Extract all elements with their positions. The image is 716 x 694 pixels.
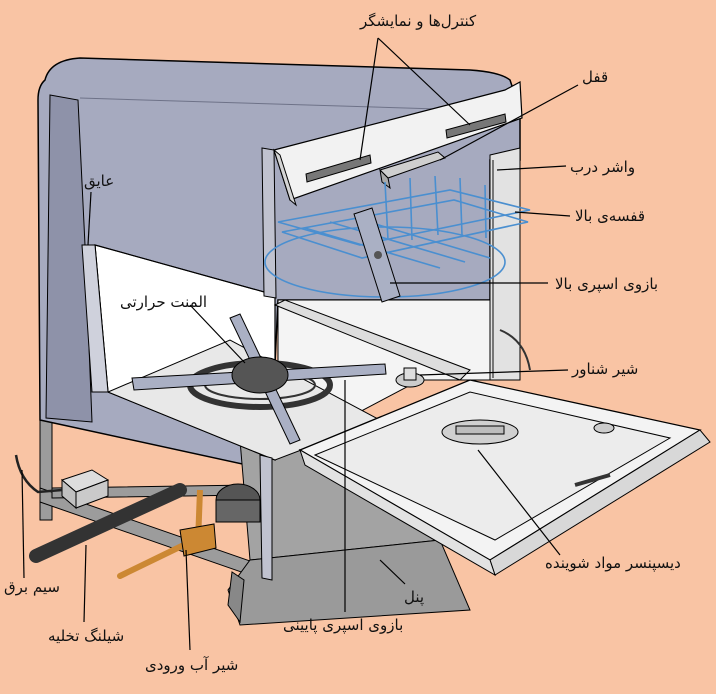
- power-cord: [14, 454, 63, 494]
- plumbing: [14, 454, 217, 579]
- controls-buttons-right: [445, 113, 507, 139]
- tub-interior: [94, 244, 491, 461]
- side-wall: [81, 244, 109, 393]
- label-upper-rack: قفسه‌ی بالا: [575, 207, 645, 225]
- label-door-gasket: واشر درب: [570, 158, 636, 176]
- door: [298, 379, 711, 577]
- label-insulation: عایق: [84, 172, 115, 190]
- float-valve: [395, 367, 425, 388]
- label-lock: قفل: [582, 68, 609, 86]
- drain-hose: [29, 483, 187, 563]
- label-heating-element: المنت حرارتی: [120, 293, 208, 311]
- water-inlet-pipe: [117, 539, 193, 579]
- label-controls: کنترل‌ها و نمایشگر: [360, 12, 477, 30]
- label-power-cord: سیم برق: [4, 578, 60, 596]
- water-tube: [499, 329, 531, 371]
- upper-spray-arm: [353, 207, 401, 303]
- pump-motor: [215, 483, 261, 523]
- label-drain-hose: شیلنگ تخلیه: [48, 627, 125, 645]
- detergent-dispenser: [441, 419, 519, 445]
- control-panel: [273, 81, 523, 207]
- label-panel: پنل: [404, 588, 425, 606]
- label-upper-spray-arm: بازوی اسپری بالا: [555, 275, 659, 293]
- inlet-valve-body: [179, 523, 217, 557]
- leader-lines: [21, 37, 579, 651]
- label-float-valve: شیر شناور: [572, 360, 639, 378]
- lower-spray-arm: [131, 313, 387, 445]
- controls-buttons-left: [305, 154, 372, 183]
- label-inlet-valve: شیر آب ورودی: [145, 656, 239, 674]
- right-frame: [489, 147, 531, 381]
- junction-box: [61, 469, 110, 510]
- door-lock-handle: [379, 151, 446, 190]
- label-lower-spray-arm: بازوی اسپری پایینی: [283, 616, 404, 634]
- label-detergent-dispenser: دیسپنسر مواد شوینده: [545, 554, 681, 572]
